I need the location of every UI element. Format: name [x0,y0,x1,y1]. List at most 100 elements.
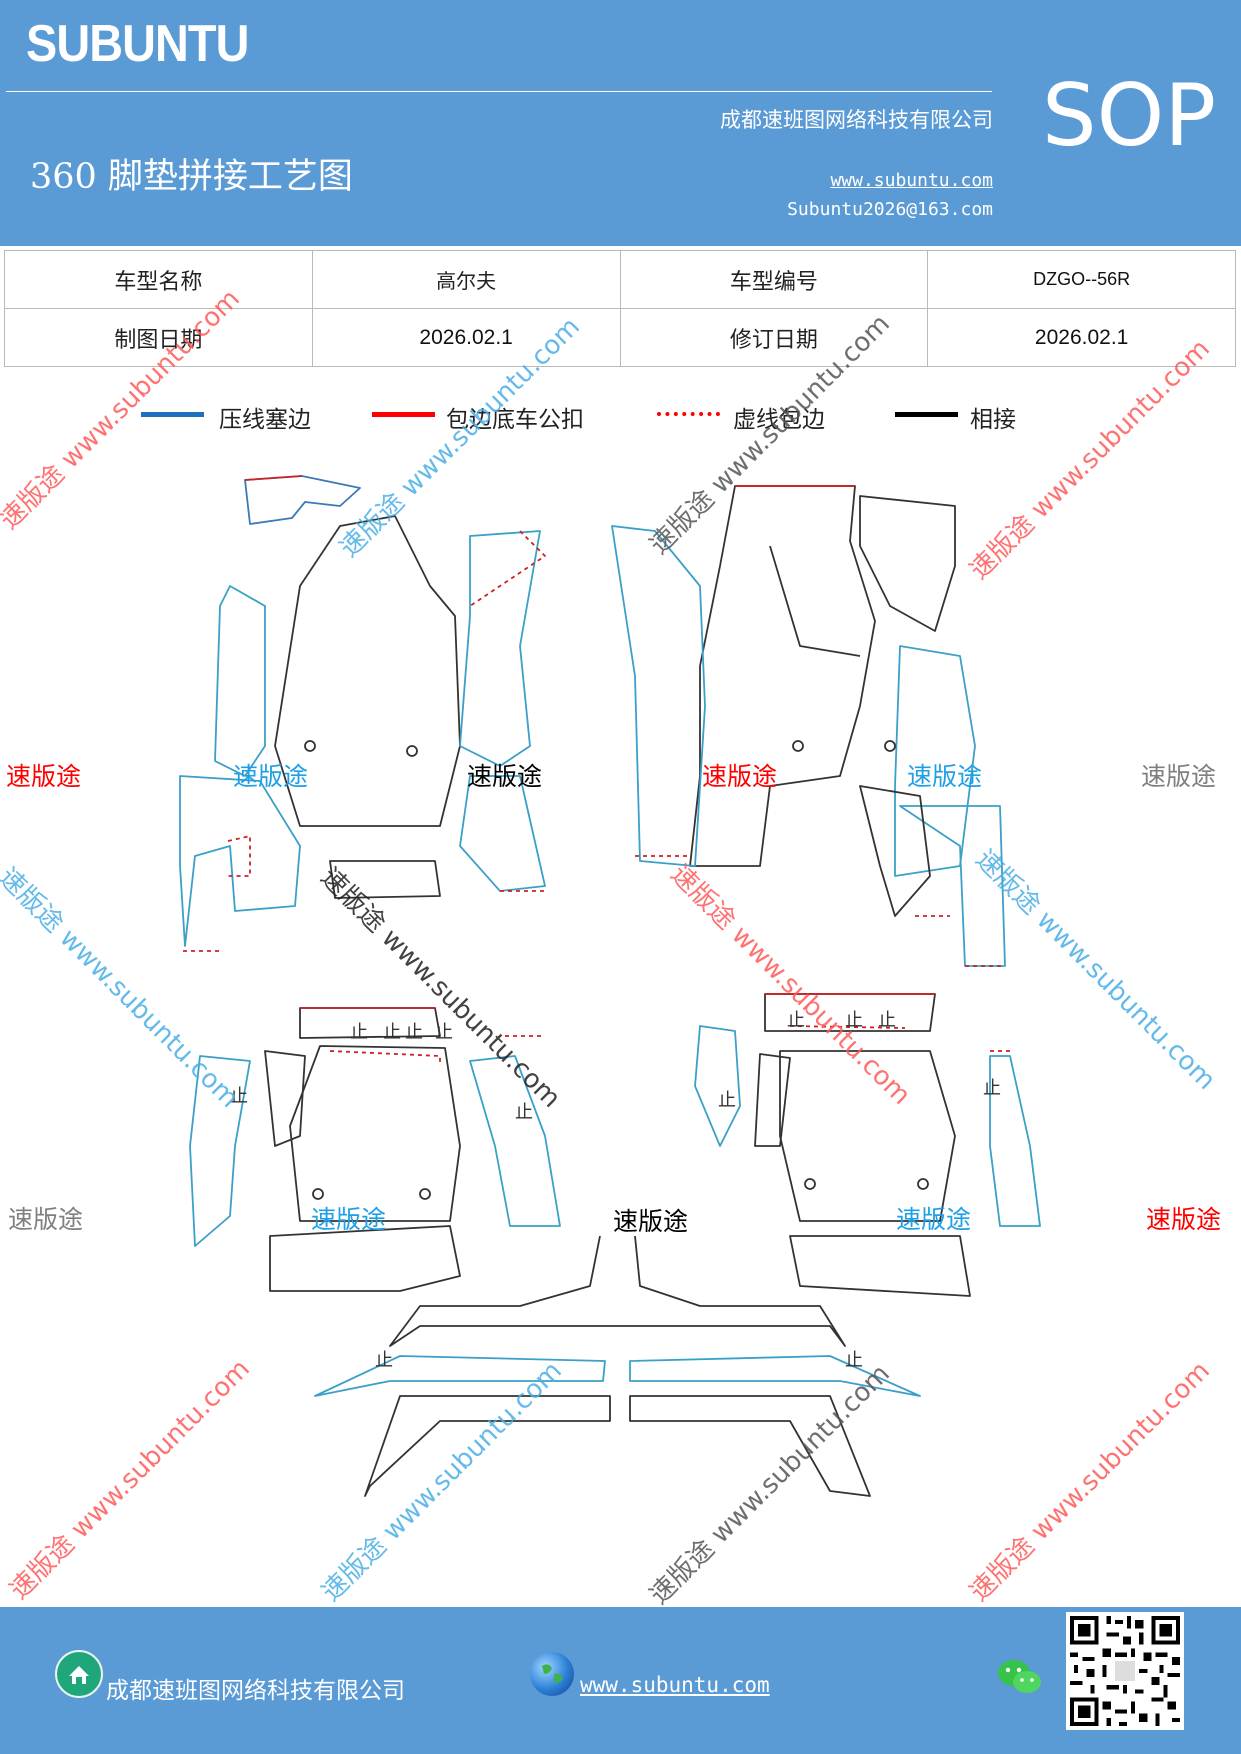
watermark-text: 速版途 [467,762,543,791]
mat-piece [214,585,266,777]
mat-piece [789,1235,971,1297]
wechat-icon [995,1655,1045,1699]
model-name-label: 车型名称 [4,250,313,309]
header-divider [6,91,992,92]
mat-piece [183,835,251,952]
mat-piece [289,1045,461,1222]
mat-piece [389,1235,846,1347]
mat-piece [189,1055,251,1247]
legend: 压线塞边 包边底车公扣 虚线包边 相接 [0,400,1241,440]
stop-mark: 止 [845,1350,863,1371]
legend-label: 虚线包边 [733,407,825,433]
footer-banner: 成都速班图网络科技有限公司 www.subuntu.com [0,1607,1241,1754]
info-table: 车型名称 高尔夫 车型编号 DZGO--56R 制图日期 2026.02.1 修… [4,250,1236,367]
stop-mark: 止 [718,1090,736,1111]
watermark-text: 速版途 [311,1205,387,1234]
mat-piece [469,1055,561,1227]
mat-piece [244,475,361,525]
stop-mark: 止 [515,1102,533,1123]
mat-piece [779,1050,956,1222]
watermark-text: 速版途 [907,762,983,791]
doc-code: SOP [1042,66,1217,166]
company-name: 成都速班图网络科技有限公司 [720,108,993,132]
stop-mark: 止 [983,1078,1001,1099]
email-address: Subuntu2026@163.com [787,199,993,220]
legend-swatch-dotted [657,412,720,416]
mat-piece [274,515,461,827]
globe-icon [530,1652,574,1696]
brand-logo: SUBUNTU [26,15,249,73]
footer-company-name: 成都速班图网络科技有限公司 [106,1678,405,1704]
website-link[interactable]: www.subuntu.com [830,170,993,191]
mat-piece [244,475,303,481]
stop-mark: 止 [435,1022,453,1043]
mat-piece [269,1225,461,1292]
draw-date-value: 2026.02.1 [311,308,621,367]
table-row: 制图日期 2026.02.1 修订日期 2026.02.1 [4,308,1236,367]
mat-piece [459,530,541,767]
mat-piece [915,915,1005,967]
watermark-text: 速版途 [233,762,309,791]
stop-mark: 止 [787,1010,805,1031]
legend-label: 包边底车公扣 [446,407,584,433]
mat-piece [469,530,546,607]
stop-mark: 止 [375,1350,393,1371]
table-row: 车型名称 高尔夫 车型编号 DZGO--56R [4,250,1236,309]
stop-mark: 止 [230,1086,248,1107]
stop-mark: 止 [845,1010,863,1031]
clip-hole [312,1188,324,1200]
page-title: 360 脚垫拼接工艺图 [30,157,353,197]
watermark-text: 速版途 [1146,1205,1222,1234]
watermark-text: 速版途 [8,1205,84,1234]
model-code-value: DZGO--56R [927,250,1236,309]
mat-piece [329,1050,441,1066]
clip-hole [804,1178,816,1190]
watermark-text: 速版途 [6,762,82,791]
mat-piece [364,1395,611,1497]
mat-piece [689,485,876,867]
mat-piece [611,525,706,867]
stop-mark: 止 [383,1022,401,1043]
clip-hole [304,740,316,752]
stop-mark: 止 [350,1022,368,1043]
mat-piece [329,860,441,899]
draw-date-label: 制图日期 [4,308,313,367]
mat-piece [859,785,931,917]
stop-mark: 止 [878,1010,896,1031]
watermark-text: 速版途 [702,762,778,791]
mat-piece [859,495,956,632]
mat-piece [264,1050,306,1147]
clip-hole [884,740,896,752]
mat-piece [769,545,861,657]
clip-hole [792,740,804,752]
revise-date-value: 2026.02.1 [927,308,1236,367]
floor-mat-pattern-drawing: 止 止 止 止 止 止 止 止 止 止 止 止 止 [179,475,1041,1497]
revise-date-label: 修订日期 [619,308,929,367]
clip-hole [917,1178,929,1190]
watermark-text: 速版途 [896,1205,972,1234]
model-code-label: 车型编号 [619,250,929,309]
mat-piece [629,1395,871,1497]
watermark-text: 速版途 [1141,762,1217,791]
footer-website-link[interactable]: www.subuntu.com [580,1673,770,1697]
stop-mark: 止 [405,1022,423,1043]
legend-swatch-black [895,412,958,417]
model-name-value: 高尔夫 [311,250,621,309]
qr-code [1066,1612,1184,1730]
legend-label: 相接 [970,407,1016,433]
mat-piece [179,775,301,947]
clip-hole [419,1188,431,1200]
mat-piece [459,775,546,892]
home-icon [55,1650,103,1698]
legend-swatch-blue [141,412,204,417]
mat-piece [989,1055,1041,1227]
legend-label: 压线塞边 [219,407,311,433]
mat-piece [694,1025,741,1147]
mat-piece [629,1355,921,1397]
mat-piece [754,1053,791,1147]
mat-piece [789,1025,906,1029]
watermark-text: 速版途 [613,1207,689,1236]
legend-swatch-red [372,412,435,417]
clip-hole [406,745,418,757]
header-banner: SUBUNTU SOP 成都速班图网络科技有限公司 360 脚垫拼接工艺图 ww… [0,0,1241,246]
